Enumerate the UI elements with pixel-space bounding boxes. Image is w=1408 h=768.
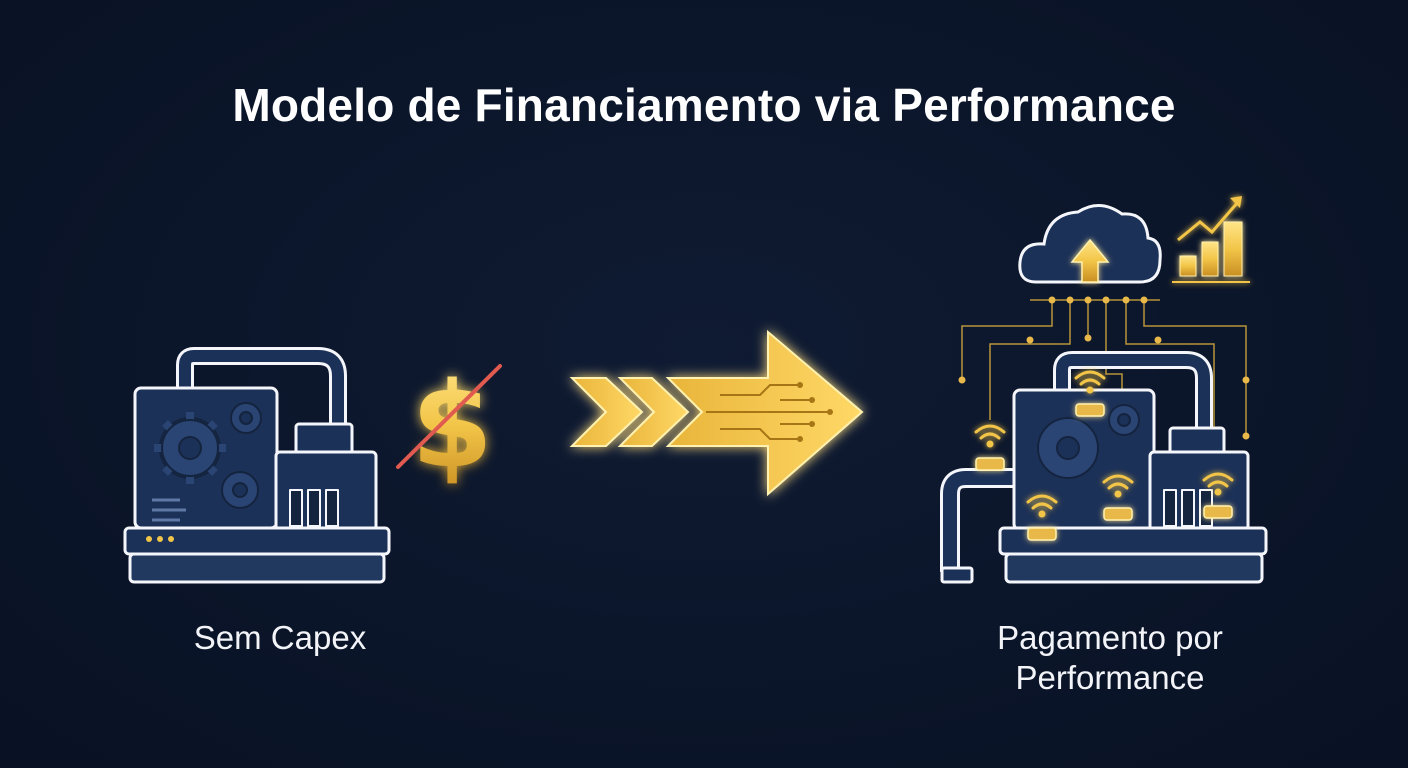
growth-chart-icon <box>1172 196 1250 283</box>
cloud-upload-icon <box>1018 204 1162 284</box>
circuit-dots <box>958 296 1250 440</box>
chevron-icon <box>569 377 690 447</box>
machine-icon-left <box>123 347 391 584</box>
right-label-line1: Pagamento por <box>997 619 1223 656</box>
right-label-line2: Performance <box>1015 659 1205 696</box>
right-label: Pagamento por Performance <box>950 618 1270 698</box>
strike-icon <box>396 364 502 469</box>
page-title: Modelo de Financiamento via Performance <box>232 79 1176 131</box>
wifi-sensor-icon <box>974 370 1234 541</box>
dollar-icon: $ <box>411 356 493 494</box>
circuit-arrow-icon <box>665 329 864 497</box>
svg-text:$: $ <box>411 356 493 494</box>
left-label: Sem Capex <box>193 619 367 656</box>
